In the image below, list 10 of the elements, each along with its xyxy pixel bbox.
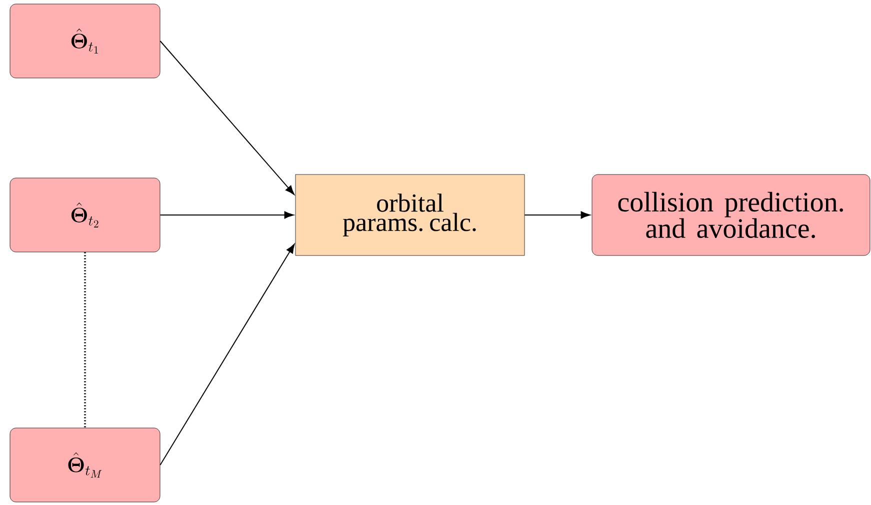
arrow xyxy=(160,244,295,466)
process-box: orbital params. calc. xyxy=(295,174,525,256)
output-box: collision prediction. and avoidance. xyxy=(592,174,870,256)
estimate-box: $\hat{\boldsymbol{\Theta}}_{t_2}$ xyxy=(10,178,160,252)
arrow xyxy=(524,211,590,219)
arrow xyxy=(160,40,294,195)
dotted-line xyxy=(84,252,86,428)
arrow xyxy=(160,211,294,219)
estimate-box: $\hat{\boldsymbol{\Theta}}_{t_M}$ xyxy=(10,428,160,502)
estimate-box: $\hat{\boldsymbol{\Theta}}_{t_1}$ xyxy=(10,4,160,78)
